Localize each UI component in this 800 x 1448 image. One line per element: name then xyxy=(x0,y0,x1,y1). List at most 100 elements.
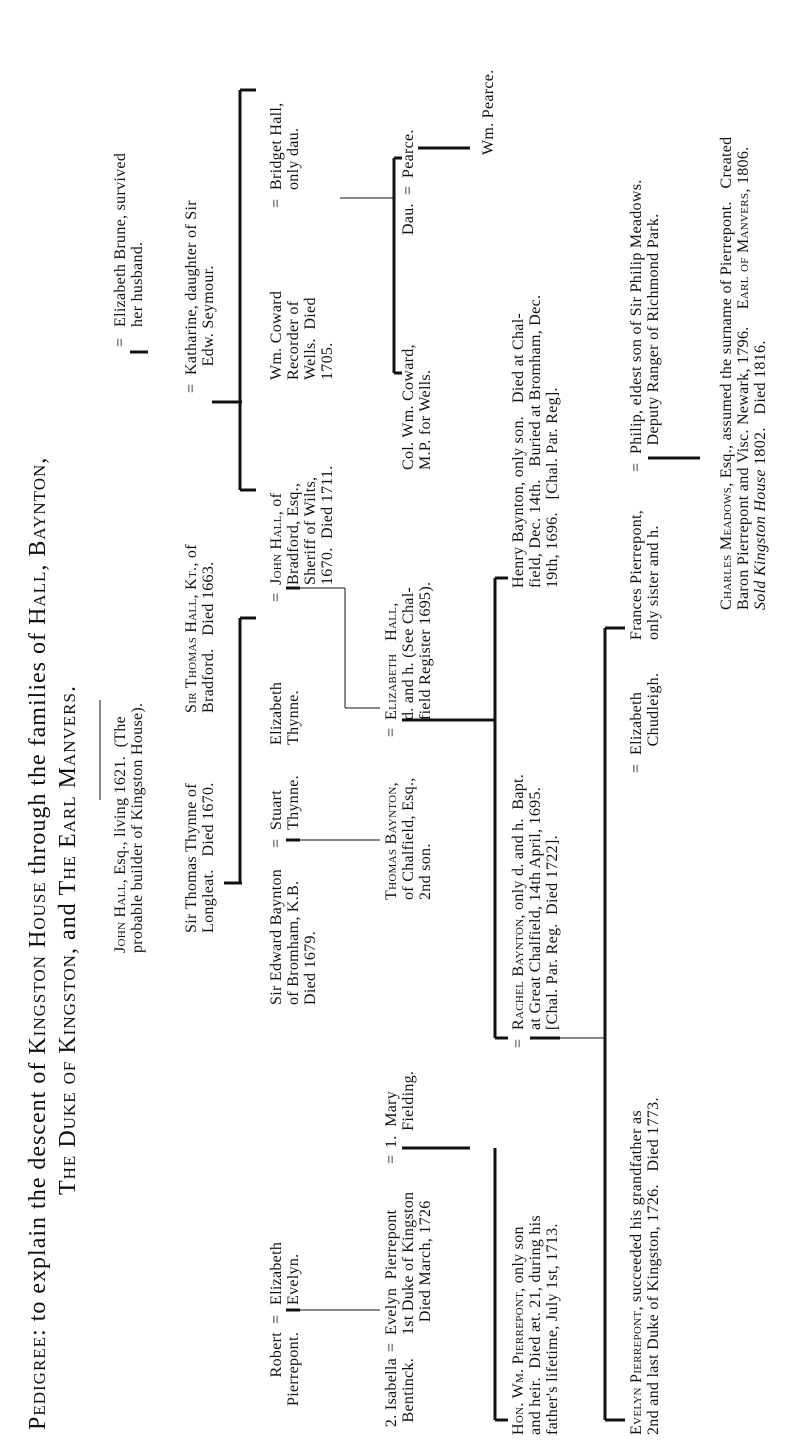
person-entry-katharine: Katharine, daughter of Sir Edw. Seymour. xyxy=(183,200,217,375)
entry-line: Recorder of xyxy=(285,291,302,380)
small-caps-name: Sir Thomas Hall, Kt. xyxy=(183,566,200,713)
text-segment: Wm. Pearce. xyxy=(480,69,497,155)
entry-line: Elizabeth xyxy=(268,682,285,745)
text-segment: , of xyxy=(183,544,200,567)
small-caps-name: Evelyn Pierrepont xyxy=(628,1310,645,1435)
entry-line: field Register 1695). xyxy=(417,582,434,720)
text-segment: Bradford, Esq., xyxy=(285,482,302,585)
text-segment: Henry Baynton, only son. Died at Chal- xyxy=(510,312,527,588)
small-caps-name: Charles Meadows xyxy=(718,486,735,610)
text-segment: = xyxy=(628,763,645,773)
entry-line: [Chal. Par. Reg. Died 1722]. xyxy=(544,774,561,1030)
text-segment: of Bromham, K.B. xyxy=(285,880,302,1005)
text-segment: Evelyn Pierrepont xyxy=(383,1209,400,1335)
text-segment: , xyxy=(25,456,51,464)
entry-line: 2nd and last Duke of Kingston, 1726. Die… xyxy=(645,1097,662,1435)
entry-line: Col. Wm. Coward, xyxy=(400,344,417,470)
entry-line: Bridget Hall, xyxy=(268,103,285,190)
marriage-sign: = xyxy=(383,1343,400,1352)
text-segment: Col. Wm. Coward, xyxy=(400,344,417,470)
text-segment: Wells. Died xyxy=(302,297,319,380)
entry-line: only sister and h. xyxy=(645,510,662,640)
entry-line: d. and h. (See Chal- xyxy=(400,582,417,720)
text-segment: , Esq., assumed the surname of Pierrepon… xyxy=(718,136,735,487)
text-segment: 1st Duke of Kingston xyxy=(400,1191,417,1335)
entry-line: Hon. Wm. Pierrepont, only son xyxy=(510,1215,527,1435)
text-segment: 1670. Died 1711. xyxy=(319,465,336,585)
text-segment: 1. Mary xyxy=(383,1090,400,1148)
entry-line: 2nd son. xyxy=(417,777,434,900)
entry-line: = xyxy=(183,384,200,393)
entry-line: Bentinck. xyxy=(400,1358,417,1438)
text-segment: = xyxy=(112,337,129,347)
entry-line: 1705. xyxy=(319,291,336,381)
entry-line: Died March, 1726 xyxy=(417,1192,434,1335)
entry-line: = xyxy=(268,199,285,208)
entry-line: Fielding. xyxy=(400,1071,417,1148)
entry-line: Elizabeth xyxy=(628,673,645,755)
marriage-sign: = xyxy=(268,1315,285,1324)
text-segment: = xyxy=(183,383,200,393)
text-segment: = xyxy=(268,198,285,208)
marriage-sign: = xyxy=(383,728,400,737)
entry-line: = xyxy=(112,338,129,347)
person-entry-col-wm-coward: Col. Wm. Coward,M.P. for Wells. xyxy=(400,344,434,470)
text-segment: Bridget Hall, xyxy=(268,102,285,190)
entry-line: = xyxy=(383,728,400,737)
small-caps-name: Pedigree xyxy=(25,1335,51,1430)
entry-line: Henry Baynton, only son. Died at Chal- xyxy=(510,295,527,588)
text-segment: , and xyxy=(55,895,81,955)
text-segment: Wm. Coward xyxy=(268,290,285,380)
text-segment: = xyxy=(268,1314,285,1324)
page-title: The Duke of Kingston, and The Earl Manve… xyxy=(54,685,82,1195)
text-segment: , 1806. xyxy=(735,146,752,193)
entry-line: = xyxy=(628,764,645,773)
entry-line: Frances Pierrepont, xyxy=(628,510,645,640)
text-segment: field, Dec. 14th. Buried at Bromham, Dec… xyxy=(527,294,544,588)
entry-line: Robert xyxy=(268,1332,285,1420)
entry-line: Evelyn Pierrepont xyxy=(383,1192,400,1335)
entry-line: 1670. Died 1711. xyxy=(319,465,336,585)
person-entry-henry-baynton: Henry Baynton, only son. Died at Chal-fi… xyxy=(510,295,561,588)
person-entry-mary-fielding: 1. Mary Fielding. xyxy=(383,1071,417,1148)
person-entry-pearce: Pearce. xyxy=(400,129,417,178)
text-segment: Longleat. Died 1670. xyxy=(200,782,217,933)
text-segment: Thynne. xyxy=(285,690,302,745)
text-segment: Died 1679. xyxy=(302,930,319,1005)
entry-line: Wm. Pearce. xyxy=(480,70,497,155)
entry-line: Katharine, daughter of Sir xyxy=(183,200,200,375)
text-segment: Pearce. xyxy=(400,129,417,178)
person-entry-dau: Dau. xyxy=(400,203,417,235)
text-segment: Robert xyxy=(268,1332,285,1378)
text-segment: 1705. xyxy=(319,342,336,381)
text-segment: Recorder of xyxy=(285,300,302,380)
entry-line: = xyxy=(510,1039,527,1048)
small-caps-name: Elizabeth Hall xyxy=(383,606,400,720)
entry-line: Pedigree: to explain the descent of King… xyxy=(24,457,52,1430)
marriage-sign: = xyxy=(383,1155,400,1164)
entry-line: Evelyn. xyxy=(285,1242,302,1305)
entry-line: John Hall, of xyxy=(268,465,285,585)
entry-line: Deputy Ranger of Richmond Park. xyxy=(645,179,662,454)
entry-line: only dau. xyxy=(285,103,302,190)
text-segment: Elizabeth Brune, survived xyxy=(112,152,129,327)
text-segment: Sir Edward Baynton xyxy=(268,868,285,1005)
entry-line: of Bromham, K.B. xyxy=(285,869,302,1005)
marriage-sign: = xyxy=(628,463,645,472)
entry-line: Baron Pierrepont and Visc. Newark, 1796.… xyxy=(735,137,752,610)
text-segment: 1802. Died 1816. xyxy=(752,340,769,470)
marriage-sign: = xyxy=(112,338,129,347)
entry-line: Evelyn Pierrepont, succeeded his grandfa… xyxy=(628,1097,645,1435)
text-segment: Katharine, daughter of Sir xyxy=(183,200,200,375)
text-segment: = xyxy=(268,838,285,848)
text-segment: Elizabeth xyxy=(268,1241,285,1305)
entry-line: Edw. Seymour. xyxy=(200,200,217,375)
entry-line: M.P. for Wells. xyxy=(417,344,434,470)
text-segment: Pierrepont. xyxy=(285,1332,302,1406)
entry-line: Longleat. Died 1670. xyxy=(200,782,217,933)
text-segment: Baron Pierrepont and Visc. Newark, 1796. xyxy=(735,309,752,610)
